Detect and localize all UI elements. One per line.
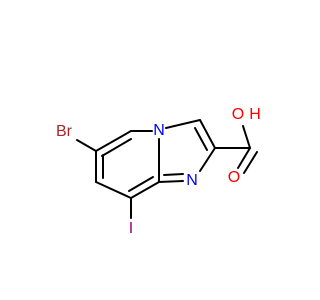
- bond-carboxyl-oh: [242, 125, 251, 149]
- atom-bromine: Br: [56, 123, 73, 140]
- bond-c8-c7: [95, 181, 132, 199]
- bond-c8a-c8-double: [128, 176, 154, 192]
- bond-c5-c6-double: [101, 138, 132, 157]
- molecule-diagram: Br I N N O H O: [56, 106, 261, 237]
- bond-n1-c8a-double: [163, 173, 184, 176]
- atom-imine-nitrogen: N: [186, 172, 198, 189]
- atom-carbonyl-oxygen: O: [228, 169, 240, 186]
- bond-c6-br: [76, 139, 97, 152]
- atom-ring-nitrogen: N: [153, 122, 165, 139]
- atom-iodine: I: [129, 220, 133, 237]
- bond-carbonyl-o: [237, 147, 251, 169]
- bond-c2-n1: [199, 147, 216, 172]
- atom-hydroxyl-oxygen: O: [232, 106, 244, 123]
- bond-n1-c8a: [158, 180, 184, 183]
- atom-hydroxyl-hydrogen: H: [249, 106, 261, 123]
- bond-c5-c6: [95, 130, 132, 152]
- structure-canvas: Br I N N O H O: [56, 106, 261, 237]
- atom-labels: Br I N N O H O: [56, 106, 261, 237]
- bond-c3-c2: [199, 119, 216, 149]
- bonds: [76, 119, 258, 219]
- bond-n4-c3: [165, 119, 201, 129]
- bond-c8a-c8: [130, 181, 160, 199]
- bond-carbonyl-o-double: [243, 151, 258, 174]
- bond-c3-c2-double: [194, 127, 208, 151]
